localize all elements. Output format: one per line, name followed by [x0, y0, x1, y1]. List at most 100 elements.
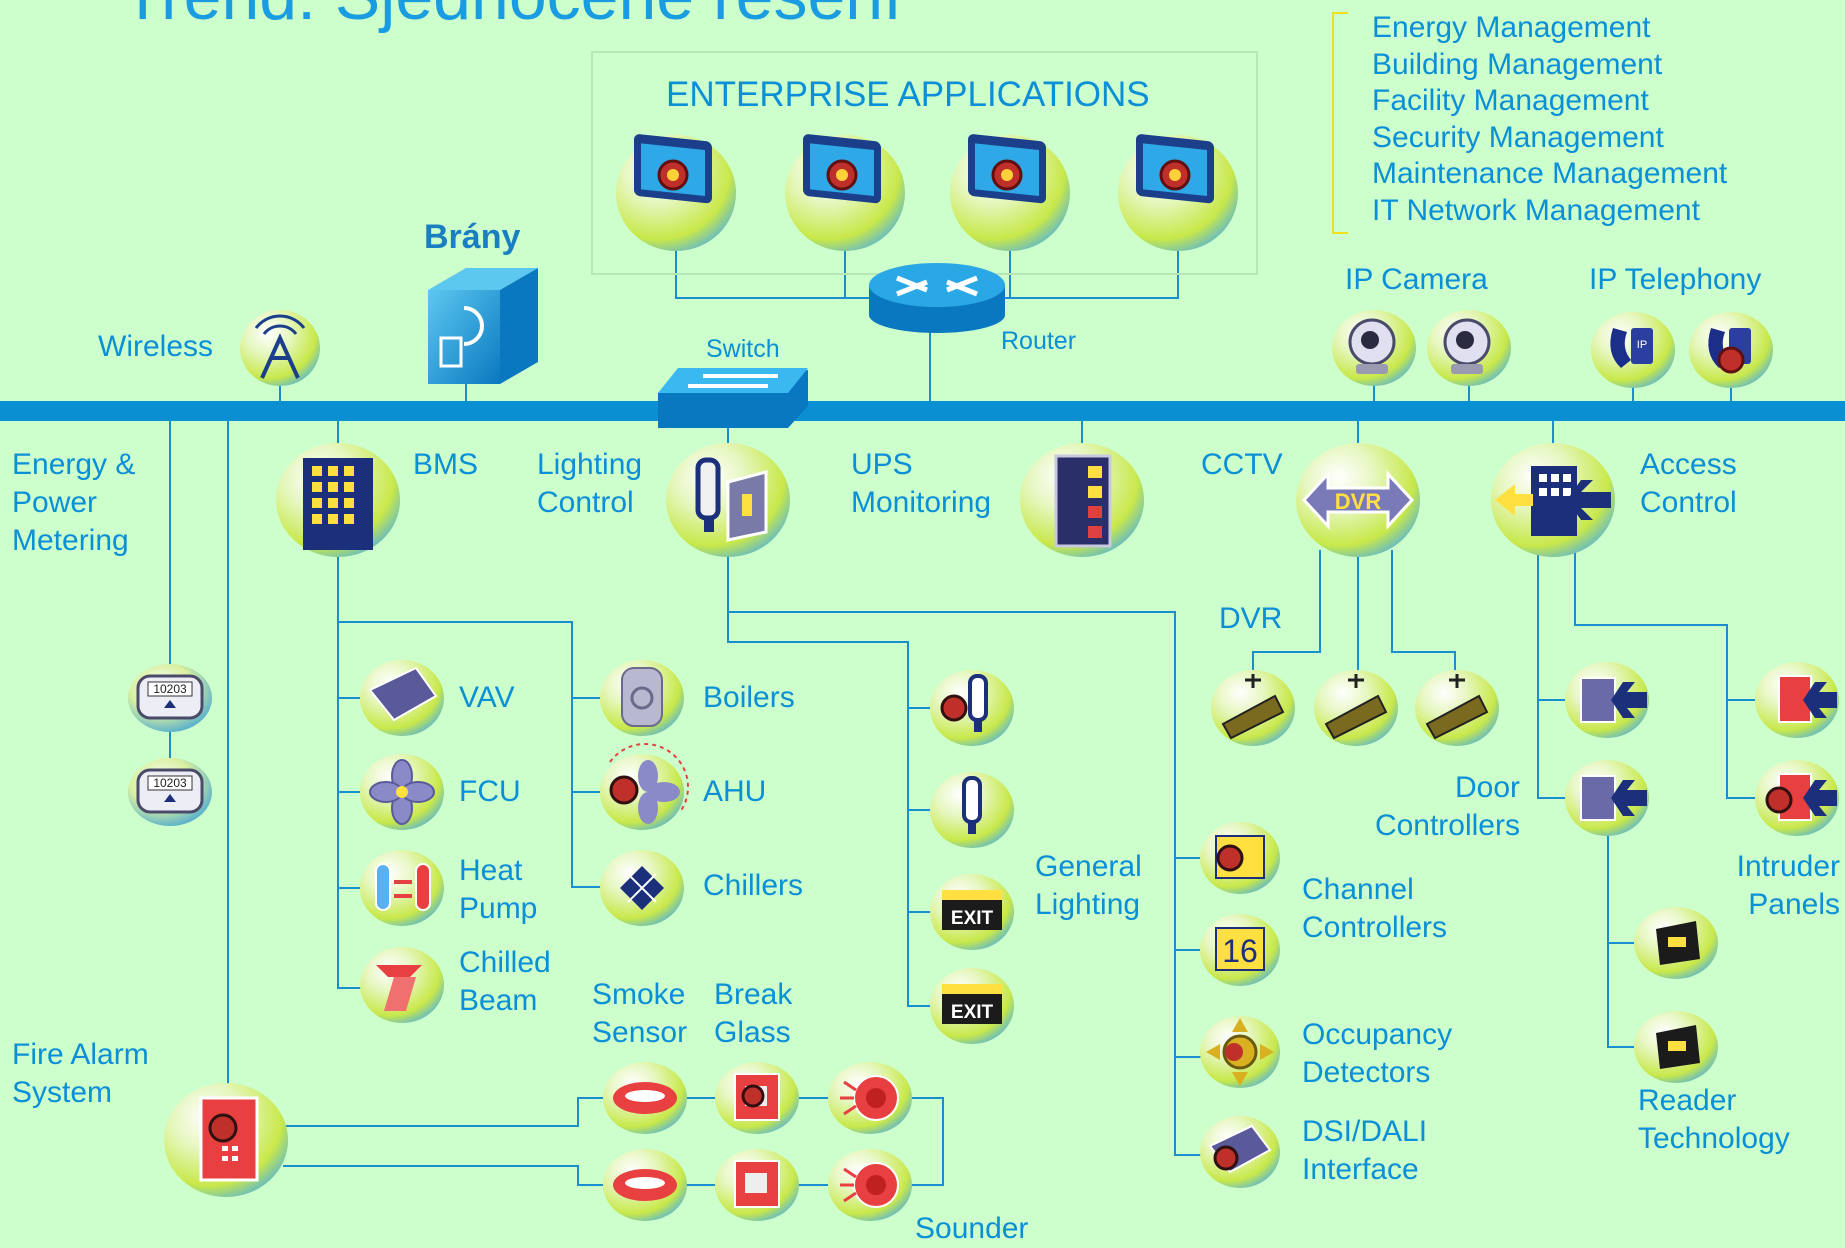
smoke-sensor-label: Smoke Sensor	[592, 976, 687, 1052]
ip-camera-label: IP Camera	[1345, 263, 1488, 296]
wireless-icon[interactable]	[240, 310, 320, 386]
dsi-dali-interface-icon[interactable]	[1200, 1116, 1280, 1188]
energy-label-line: Power	[12, 486, 98, 519]
network-bus	[0, 401, 1845, 421]
intruder-panel-icon[interactable]	[1755, 760, 1839, 836]
channel-number: 16	[1222, 933, 1258, 969]
access-control-icon[interactable]	[1491, 443, 1615, 557]
energy-label: Energy & Power Metering	[12, 446, 135, 560]
occupancy-detectors-label-line: Occupancy	[1302, 1018, 1453, 1051]
ip-phone-icon[interactable]	[1689, 312, 1773, 388]
access-control-label-line: Access	[1640, 448, 1737, 481]
heat-pump-label: Heat Pump	[459, 852, 537, 928]
vav-label: VAV	[459, 681, 515, 714]
energy-meter-icon[interactable]: 10203	[128, 664, 212, 732]
door-controller-icon[interactable]	[1565, 760, 1649, 836]
dsi-dali-label-line: Interface	[1302, 1153, 1419, 1186]
router-label: Router	[1001, 327, 1077, 355]
workstation-icon[interactable]	[950, 134, 1070, 251]
ip-camera-icon[interactable]	[1427, 310, 1511, 386]
occupancy-detector-icon[interactable]	[1200, 1016, 1280, 1088]
cctv-dvr-icon[interactable]: DVR	[1296, 443, 1420, 557]
access-control-label: Access Control	[1640, 446, 1737, 522]
chiller-icon[interactable]	[600, 850, 684, 926]
channel-controller-icon[interactable]: 16	[1200, 914, 1280, 986]
enterprise-applications-label: ENTERPRISE APPLICATIONS	[666, 75, 1150, 114]
door-controllers-label-line: Door	[1454, 771, 1520, 804]
switch-icon[interactable]	[658, 368, 808, 428]
management-item: Building Management	[1372, 47, 1663, 81]
sounder-icon[interactable]	[828, 1062, 912, 1134]
management-item: IT Network Management	[1372, 193, 1700, 227]
meter-reading: 10203	[153, 776, 187, 790]
ip-phone-icon[interactable]: IP	[1591, 312, 1675, 388]
vav-icon[interactable]	[360, 660, 444, 736]
lighting-control-icon[interactable]	[666, 443, 790, 557]
chilled-beam-icon[interactable]	[360, 947, 444, 1023]
ups-monitoring-icon[interactable]	[1020, 443, 1144, 557]
general-lighting-label-line: General	[1035, 850, 1142, 883]
intruder-panels-label-line: Panels	[1748, 888, 1840, 921]
smoke-sensor-icon[interactable]	[603, 1149, 687, 1221]
ip-telephony-label: IP Telephony	[1589, 263, 1762, 296]
exit-sign-text: EXIT	[951, 1002, 994, 1023]
fire-alarm-label: Fire Alarm System	[12, 1036, 149, 1112]
gateway-label: Brány	[424, 218, 521, 256]
general-lighting-label: General Lighting	[1035, 848, 1142, 924]
reader-technology-label-line: Technology	[1638, 1122, 1790, 1155]
channel-controller-icon[interactable]	[1200, 822, 1280, 894]
smoke-sensor-icon[interactable]	[603, 1062, 687, 1134]
energy-meter-icon[interactable]: 10203	[128, 758, 212, 826]
svg-text:IP: IP	[1637, 339, 1647, 351]
occupancy-detectors-label: Occupancy Detectors	[1302, 1016, 1452, 1092]
heat-pump-icon[interactable]	[360, 850, 444, 926]
boiler-icon[interactable]	[600, 660, 684, 736]
energy-label-line: Metering	[12, 524, 129, 557]
connection-lines	[169, 250, 1757, 1186]
ups-monitoring-label-line: UPS	[851, 448, 913, 481]
bms-building-icon[interactable]	[276, 443, 400, 557]
chilled-beam-label-line: Beam	[459, 984, 538, 1017]
intruder-panel-icon[interactable]	[1755, 662, 1839, 738]
chilled-beam-label: Chilled Beam	[459, 944, 551, 1020]
ip-camera-icon[interactable]	[1332, 310, 1416, 386]
dvr-badge: DVR	[1335, 489, 1382, 514]
door-controller-icon[interactable]	[1565, 662, 1649, 738]
router-icon[interactable]	[869, 263, 1005, 333]
management-item: Security Management	[1372, 120, 1664, 154]
sounder-icon[interactable]	[828, 1149, 912, 1221]
card-reader-icon[interactable]	[1634, 907, 1718, 979]
workstation-icon[interactable]	[1118, 134, 1238, 251]
exit-sign-icon[interactable]: EXIT	[930, 968, 1014, 1044]
access-control-label-line: Control	[1640, 486, 1737, 519]
lamp-icon[interactable]	[930, 772, 1014, 848]
smoke-sensor-label-line: Smoke	[592, 978, 686, 1011]
ahu-label: AHU	[703, 775, 767, 808]
fire-alarm-panel-icon[interactable]	[164, 1083, 288, 1197]
fcu-label: FCU	[459, 775, 521, 808]
exit-sign-icon[interactable]: EXIT	[930, 874, 1014, 950]
workstation-icon[interactable]	[616, 134, 736, 251]
ahu-icon[interactable]	[600, 743, 690, 830]
workstation-icon[interactable]	[785, 134, 905, 251]
cctv-camera-icon[interactable]	[1211, 670, 1295, 746]
lighting-control-label: Lighting Control	[537, 446, 642, 522]
dsi-dali-label-line: DSI/DALI	[1302, 1115, 1428, 1148]
fcu-icon[interactable]	[360, 754, 444, 830]
smoke-sensor-label-line: Sensor	[592, 1016, 688, 1049]
cctv-camera-icon[interactable]	[1314, 670, 1398, 746]
break-glass-label-line: Glass	[714, 1016, 791, 1049]
management-item: Maintenance Management	[1372, 157, 1728, 190]
door-controllers-label: Door Controllers	[1362, 769, 1520, 845]
card-reader-icon[interactable]	[1634, 1011, 1718, 1083]
chillers-label: Chillers	[703, 869, 804, 902]
break-glass-icon[interactable]	[715, 1062, 799, 1134]
break-glass-label: Break Glass	[714, 976, 792, 1052]
cctv-camera-icon[interactable]	[1415, 670, 1499, 746]
page-title: Trend: Sjednocené řešení	[122, 0, 902, 32]
gateway-icon[interactable]	[428, 268, 538, 384]
lamp-icon[interactable]	[930, 670, 1014, 746]
general-lighting-label-line: Lighting	[1035, 888, 1141, 921]
break-glass-icon[interactable]	[715, 1149, 799, 1221]
